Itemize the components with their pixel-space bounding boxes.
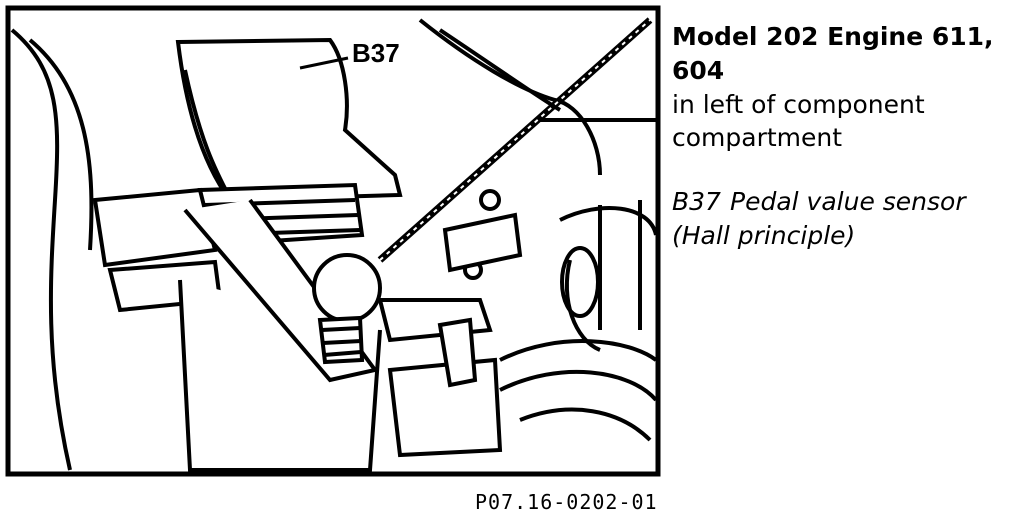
callout-leader	[299, 56, 349, 70]
callout-label: B37	[352, 38, 400, 68]
caption-block: Model 202 Engine 611, 604 in left of com…	[672, 20, 1017, 253]
sensor-body	[92, 37, 523, 472]
accelerator-cable	[377, 17, 653, 263]
legend-description: Pedal value sensor	[730, 187, 966, 216]
legend-row: B37 Pedal value sensor	[672, 185, 1017, 219]
caption-location: in left of component compartment	[672, 89, 925, 153]
figure-reference: P07.16-0202-01	[475, 490, 658, 514]
legend-code: B37	[672, 187, 721, 216]
caption-title: Model 202 Engine 611, 604	[672, 22, 994, 85]
drawing-frame	[5, 5, 661, 477]
legend-note: (Hall principle)	[672, 220, 856, 250]
